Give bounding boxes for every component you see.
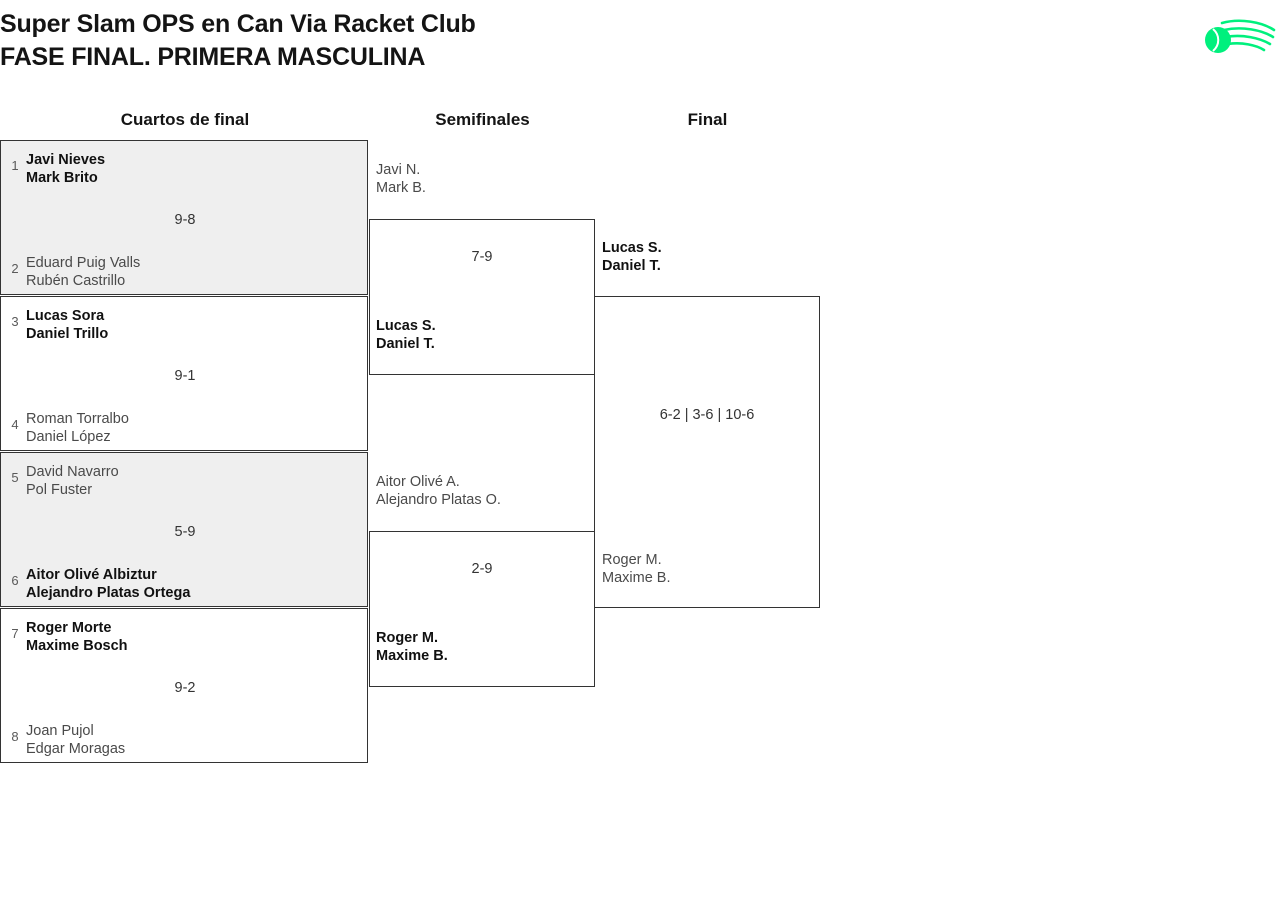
score-quarterfinal-4: 9-2: [174, 680, 196, 696]
seed-number: 1: [11, 158, 19, 173]
seed-number: 2: [11, 261, 19, 276]
score-quarterfinal-3: 5-9: [174, 524, 196, 540]
team-semifinal-1-top: Javi N. Mark B.: [376, 162, 426, 196]
team-semifinal-1-bottom: Lucas S. Daniel T.: [376, 318, 436, 352]
score-final: 6-2 | 3-6 | 10-6: [659, 407, 755, 423]
match-box-quarterfinal-4[interactable]: 7 Roger Morte Maxime Bosch 9-2 8 Joan Pu…: [0, 608, 368, 763]
seed-number: 5: [11, 470, 19, 485]
score-semifinal-1: 7-9: [471, 249, 493, 265]
seed-number: 7: [11, 626, 19, 641]
team-quarterfinal-2-top: Lucas Sora Daniel Trillo: [26, 308, 109, 342]
seed-number: 8: [11, 729, 19, 744]
team-quarterfinal-1-bottom: Eduard Puig Valls Rubén Castrillo: [26, 255, 141, 289]
seed-number: 3: [11, 314, 19, 329]
match-box-semifinal-1[interactable]: 7-9: [369, 219, 595, 375]
team-quarterfinal-3-top: David Navarro Pol Fuster: [26, 464, 119, 498]
team-quarterfinal-1-top: Javi Nieves Mark Brito: [26, 152, 106, 186]
score-quarterfinal-1: 9-8: [174, 212, 196, 228]
seed-number: 6: [11, 573, 19, 588]
round-header-quarterfinals: Cuartos de final: [120, 110, 250, 129]
team-quarterfinal-4-bottom: Joan Pujol Edgar Moragas: [26, 723, 126, 757]
round-header-semifinals: Semifinales: [435, 110, 530, 129]
match-box-semifinal-2[interactable]: 2-9: [369, 531, 595, 687]
score-quarterfinal-2: 9-1: [174, 368, 196, 384]
page-title: Super Slam OPS en Can Via Racket Club FA…: [0, 8, 900, 74]
tournament-name: Super Slam OPS en Can Via Racket Club: [0, 10, 476, 38]
team-quarterfinal-4-top: Roger Morte Maxime Bosch: [26, 620, 128, 654]
team-semifinal-2-top: Aitor Olivé A. Alejandro Platas O.: [376, 474, 501, 508]
team-semifinal-2-bottom: Roger M. Maxime B.: [376, 630, 448, 664]
score-semifinal-2: 2-9: [471, 561, 493, 577]
team-final-bottom: Roger M. Maxime B.: [602, 552, 671, 586]
tournament-phase: FASE FINAL. PRIMERA MASCULINA: [0, 43, 426, 71]
team-final-top: Lucas S. Daniel T.: [602, 240, 662, 274]
match-box-final[interactable]: 6-2 | 3-6 | 10-6: [594, 296, 820, 608]
team-quarterfinal-3-bottom: Aitor Olivé Albiztur Alejandro Platas Or…: [26, 567, 191, 601]
match-box-quarterfinal-1[interactable]: 1 Javi Nieves Mark Brito 9-8 2 Eduard Pu…: [0, 140, 368, 295]
match-box-quarterfinal-3[interactable]: 5 David Navarro Pol Fuster 5-9 6 Aitor O…: [0, 452, 368, 607]
seed-number: 4: [11, 417, 19, 432]
team-quarterfinal-2-bottom: Roman Torralbo Daniel López: [26, 411, 129, 445]
round-header-final: Final: [687, 110, 728, 129]
match-box-quarterfinal-2[interactable]: 3 Lucas Sora Daniel Trillo 9-1 4 Roman T…: [0, 296, 368, 451]
racket-club-logo: [1200, 14, 1280, 66]
